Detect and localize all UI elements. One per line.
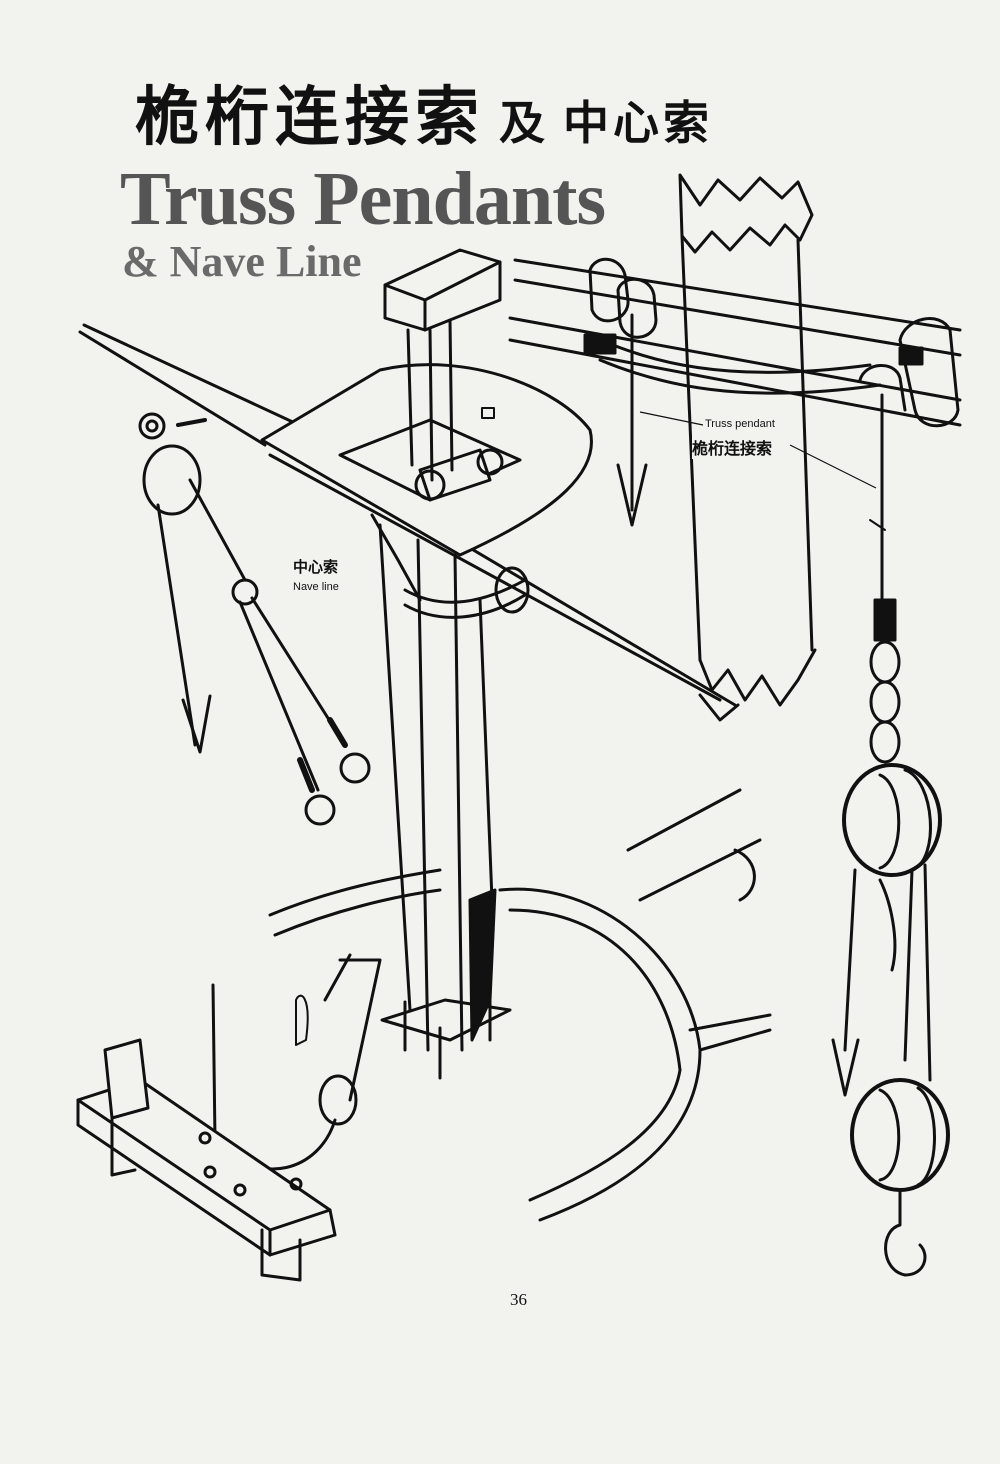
page-number: 36 <box>510 1290 527 1309</box>
chinese-title-main: 桅桁连接索 <box>135 80 485 155</box>
nave-line-label-en: Nave line <box>293 581 339 593</box>
bitts-bottom-left <box>76 1038 337 1282</box>
lower-mast <box>370 513 530 1080</box>
truss-pendant-leader-right <box>789 444 877 489</box>
english-title: Truss Pendants <box>120 157 606 241</box>
mast-section-right <box>678 173 817 707</box>
chinese-title: 桅桁连接索及中心索 <box>135 66 713 158</box>
chinese-title-secondary: 中心索 <box>563 96 713 150</box>
nave-line-tackle <box>138 412 371 826</box>
topmast <box>383 248 502 482</box>
truss-pendant-label-cn: 桅桁连接索 <box>692 435 773 459</box>
truss-pendant-label-en: Truss pendant <box>705 418 775 430</box>
hanging-tackle <box>831 598 950 1277</box>
truss-pendant-leader-left <box>639 411 704 426</box>
nave-line-label-cn: 中心索 <box>293 556 339 577</box>
english-subtitle: & Nave Line <box>122 237 362 286</box>
chinese-title-and: 及 <box>499 96 549 150</box>
yard-upper-right <box>508 257 962 602</box>
